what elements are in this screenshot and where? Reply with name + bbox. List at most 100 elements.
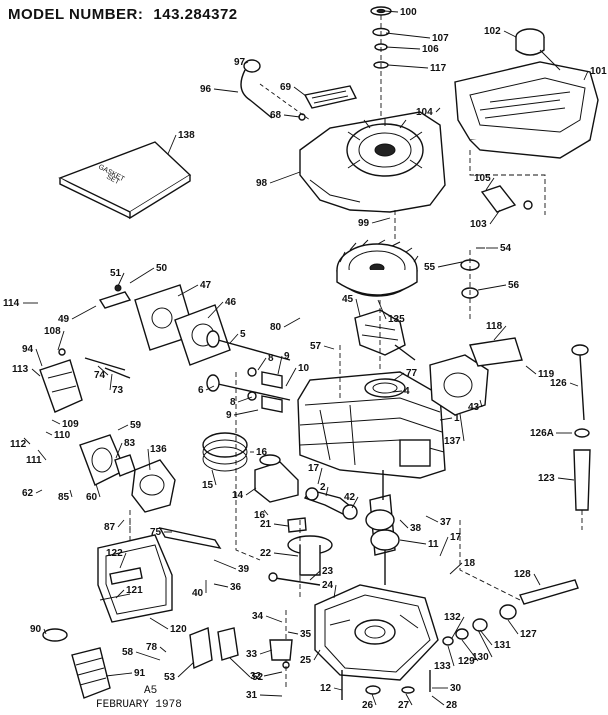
part-callout-c126a: 126A <box>530 428 554 439</box>
part-callout-c74: 74 <box>94 370 106 381</box>
part-callout-c24: 24 <box>322 580 334 591</box>
air-intake-plate <box>98 284 231 366</box>
leader-line-c73 <box>109 373 113 391</box>
part-callout-c120: 120 <box>170 624 187 635</box>
part-callout-c100: 100 <box>400 7 417 18</box>
leader-line-c45 <box>355 298 361 317</box>
leader-line-c8b <box>237 396 253 403</box>
part-callout-c38: 38 <box>410 523 422 534</box>
part-callout-c31: 31 <box>246 690 258 701</box>
part-callout-c21: 21 <box>260 519 272 530</box>
part-callout-c47: 47 <box>200 280 212 291</box>
flywheel <box>336 239 419 297</box>
leader-line-c132 <box>451 616 465 639</box>
part-callout-c75: 75 <box>150 527 162 538</box>
part-callout-c98: 98 <box>256 178 268 189</box>
part-callout-c105: 105 <box>474 173 491 184</box>
part-callout-c30: 30 <box>450 683 462 694</box>
leader-line-c22 <box>273 552 299 557</box>
top-washer-stack <box>370 6 392 120</box>
part-callout-c26: 26 <box>362 700 374 711</box>
air-cleaner <box>97 526 222 623</box>
part-callout-c14: 14 <box>232 490 244 501</box>
control-bracket <box>39 348 131 413</box>
part-callout-c58: 58 <box>122 647 134 658</box>
leader-line-c9a <box>277 355 283 375</box>
leader-line-c4 <box>391 390 403 393</box>
part-callout-c8b: 8 <box>230 397 236 408</box>
model-number-title: MODEL NUMBER: 143.284372 <box>8 6 248 23</box>
part-callout-c51: 51 <box>110 268 122 279</box>
part-callout-c102: 102 <box>484 26 501 37</box>
leader-line-c102 <box>503 30 517 38</box>
part-callout-c36: 36 <box>230 582 242 593</box>
part-callout-c28: 28 <box>446 700 458 711</box>
blower-housing <box>299 111 446 240</box>
part-callout-c91: 91 <box>134 668 146 679</box>
dipstick <box>571 344 591 530</box>
part-callout-c108: 108 <box>44 326 61 337</box>
leader-line-c16b <box>263 509 269 516</box>
model-number-label: MODEL NUMBER: <box>8 6 144 23</box>
crankcase-base <box>314 584 439 681</box>
leader-line-c109 <box>51 419 61 425</box>
part-callout-c62: 62 <box>22 488 34 499</box>
leader-line-c57 <box>323 345 335 350</box>
part-callout-c9a: 9 <box>284 351 290 362</box>
leader-line-c24 <box>333 584 337 599</box>
part-callout-c80: 80 <box>270 322 282 333</box>
part-callout-c25: 25 <box>300 655 312 666</box>
part-callout-c135: 135 <box>388 314 405 325</box>
part-callout-c78: 78 <box>146 642 158 653</box>
leader-line-c38 <box>399 519 409 529</box>
leader-line-c15 <box>211 469 217 486</box>
leader-line-c69 <box>293 86 307 97</box>
leader-line-c120 <box>149 617 169 630</box>
part-callout-c127: 127 <box>520 629 537 640</box>
leader-line-c133 <box>447 645 455 667</box>
part-callout-c53: 53 <box>164 672 176 683</box>
leader-line-c51 <box>117 272 125 287</box>
part-callout-c49: 49 <box>58 314 70 325</box>
part-callout-c56: 56 <box>508 280 520 291</box>
part-callout-c104: 104 <box>416 107 433 118</box>
leader-line-c50 <box>129 267 155 284</box>
leader-line-c97 <box>243 61 249 65</box>
leader-line-c43 <box>479 399 483 408</box>
leader-line-c8a <box>257 357 267 371</box>
part-callout-c136: 136 <box>150 444 167 455</box>
leader-line-c68 <box>283 114 301 118</box>
leader-line-c110 <box>45 431 53 436</box>
leader-line-c107 <box>385 32 431 39</box>
footer: A5 FEBRUARY 1978 <box>96 684 182 712</box>
model-number-value: 143.284372 <box>153 6 238 23</box>
part-callout-c73: 73 <box>112 385 124 396</box>
part-callout-c101: 101 <box>590 66 607 77</box>
leader-line-c26 <box>371 693 377 706</box>
assembly-lines <box>129 300 521 601</box>
part-callout-c54: 54 <box>500 243 512 254</box>
leader-line-c100 <box>383 10 399 13</box>
leader-line-c126 <box>569 382 579 387</box>
part-callout-c133: 133 <box>434 661 451 672</box>
fuel-tank <box>454 28 599 159</box>
part-callout-c16b: 16 <box>254 510 266 521</box>
part-callout-c18: 18 <box>464 558 476 569</box>
part-callout-c69: 69 <box>280 82 292 93</box>
leader-line-c60 <box>95 483 101 498</box>
part-callout-c118: 118 <box>486 321 503 332</box>
part-callout-c15: 15 <box>202 480 214 491</box>
part-callout-c137: 137 <box>444 436 461 447</box>
part-callout-c138: 138 <box>178 130 195 141</box>
part-callout-c16a: 16 <box>256 447 268 458</box>
fuel-tank-bracket <box>469 150 546 215</box>
leader-line-c35 <box>287 631 299 635</box>
part-callout-c114: 114 <box>3 298 20 309</box>
leader-line-c94 <box>35 348 43 367</box>
part-callout-c68: 68 <box>270 110 282 121</box>
leader-line-c111 <box>37 449 47 461</box>
part-callout-c1: 1 <box>454 413 460 424</box>
part-callout-c6: 6 <box>198 385 204 396</box>
leader-line-c78 <box>159 646 167 653</box>
part-callout-c121: 121 <box>126 585 143 596</box>
